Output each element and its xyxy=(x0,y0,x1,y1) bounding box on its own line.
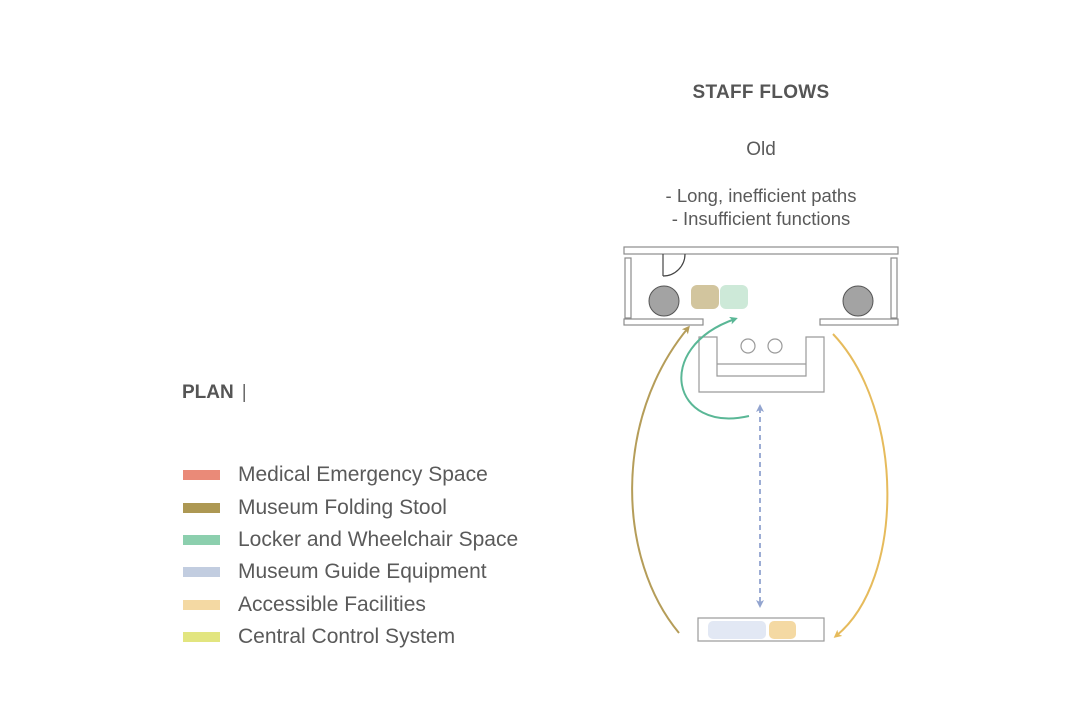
upper-room-walls xyxy=(623,246,899,326)
reception-desk xyxy=(698,336,825,393)
legend-swatch-guide-equipment xyxy=(183,567,220,578)
flow-path-accessible xyxy=(832,333,889,638)
accessible-facilities-area xyxy=(769,621,796,639)
legend-swatch-locker-wheelchair xyxy=(183,534,220,545)
flow-path-stool xyxy=(631,325,690,634)
legend-item-guide-equipment: Museum Guide Equipment xyxy=(183,556,518,588)
legend-label-locker-wheelchair: Locker and Wheelchair Space xyxy=(238,527,519,551)
door-swing-arc xyxy=(662,253,686,277)
legend-item-accessible-facilities: Accessible Facilities xyxy=(183,589,518,621)
legend-item-central-control: Central Control System xyxy=(183,621,518,653)
legend-label-central-control: Central Control System xyxy=(238,625,456,649)
legend-item-folding-stool: Museum Folding Stool xyxy=(183,491,518,523)
note-insufficient-functions: - Insufficient functions xyxy=(671,208,851,229)
bottom-left-wall xyxy=(623,318,704,326)
desk-outline xyxy=(698,336,825,393)
bottom-right-wall xyxy=(819,318,899,326)
legend-swatch-accessible-facilities xyxy=(183,599,220,610)
version-label: Old xyxy=(746,139,776,160)
legend-label-accessible-facilities: Accessible Facilities xyxy=(238,592,426,616)
legend-label-medical-emergency: Medical Emergency Space xyxy=(238,463,488,487)
plan-title: PLAN | xyxy=(182,382,247,404)
legend: Medical Emergency Space Museum Folding S… xyxy=(183,459,518,653)
door xyxy=(662,253,686,277)
round-table-left xyxy=(648,285,680,317)
legend-item-medical-emergency: Medical Emergency Space xyxy=(183,459,518,491)
guide-equipment-area xyxy=(708,621,766,639)
right-wall xyxy=(890,257,898,319)
plan-title-text: PLAN xyxy=(182,382,234,403)
round-table-right xyxy=(842,285,874,317)
left-wall xyxy=(624,257,632,319)
legend-label-folding-stool: Museum Folding Stool xyxy=(238,495,447,519)
locker-wheelchair-area xyxy=(720,285,748,309)
top-wall xyxy=(623,246,899,255)
legend-swatch-folding-stool xyxy=(183,502,220,513)
legend-swatch-medical-emergency xyxy=(183,470,220,481)
legend-item-locker-wheelchair: Locker and Wheelchair Space xyxy=(183,524,518,556)
note-long-paths: - Long, inefficient paths xyxy=(665,185,857,206)
flow-path-locker xyxy=(680,316,750,420)
desk-seat-right xyxy=(767,338,783,354)
folding-stool-area xyxy=(691,285,719,309)
legend-label-guide-equipment: Museum Guide Equipment xyxy=(238,560,487,584)
legend-swatch-central-control xyxy=(183,632,220,643)
plan-title-separator: | xyxy=(241,382,247,403)
bottom-counter xyxy=(697,617,825,642)
diagram-heading: STAFF FLOWS xyxy=(692,82,830,103)
desk-seat-left xyxy=(740,338,756,354)
